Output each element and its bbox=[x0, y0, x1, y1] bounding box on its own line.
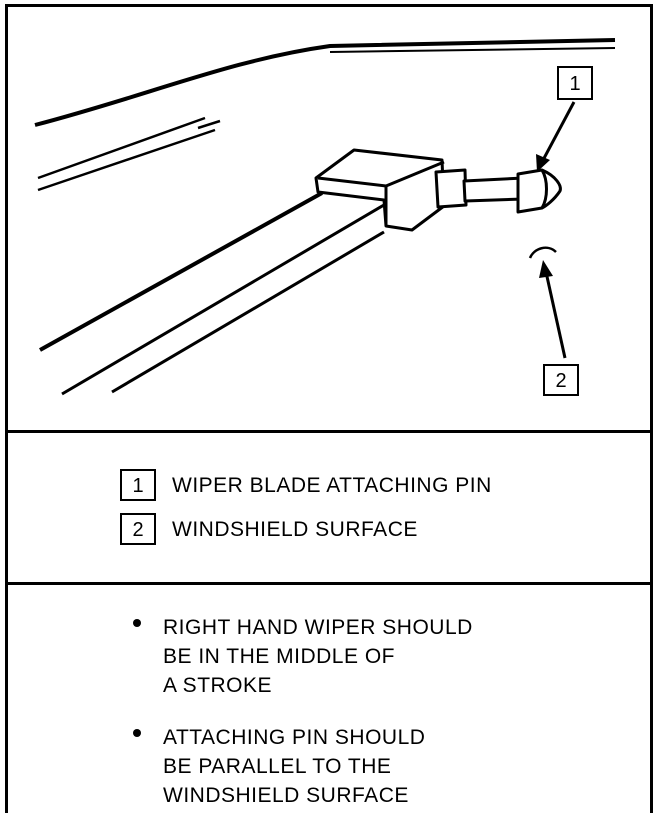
callout-2-arrowhead bbox=[539, 260, 553, 278]
glare-line bbox=[37, 116, 206, 180]
legend-badge: 2 bbox=[120, 513, 156, 545]
callout-1-arrowhead bbox=[536, 154, 550, 172]
note-text: RIGHT HAND WIPER SHOULD BE IN THE MIDDLE… bbox=[163, 616, 473, 697]
attaching-pin bbox=[434, 168, 562, 214]
wiper-arm-block bbox=[314, 148, 446, 232]
wiper-illustration bbox=[34, 38, 616, 396]
windshield-edge bbox=[34, 38, 616, 127]
legend-badge: 1 bbox=[120, 469, 156, 501]
glare-line bbox=[37, 128, 216, 192]
legend-label: WIPER BLADE ATTACHING PIN bbox=[172, 474, 492, 497]
windshield-surface-mark bbox=[528, 246, 557, 259]
section-divider bbox=[5, 430, 653, 433]
callout-2-leader bbox=[544, 271, 567, 359]
callout-1-leader bbox=[540, 101, 576, 163]
note-text: ATTACHING PIN SHOULD BE PARALLEL TO THE … bbox=[163, 726, 426, 807]
glare-line bbox=[197, 119, 221, 130]
bullet-icon bbox=[133, 729, 141, 737]
legend-label: WINDSHIELD SURFACE bbox=[172, 518, 418, 541]
wiper-arm bbox=[111, 230, 385, 394]
callout-2-badge: 2 bbox=[543, 364, 579, 396]
wiper-arm bbox=[61, 203, 385, 396]
wiper-arm bbox=[39, 191, 323, 352]
figure-frame bbox=[5, 4, 653, 813]
bullet-icon bbox=[133, 619, 141, 627]
section-divider bbox=[5, 582, 653, 585]
callout-1-badge: 1 bbox=[557, 66, 593, 100]
